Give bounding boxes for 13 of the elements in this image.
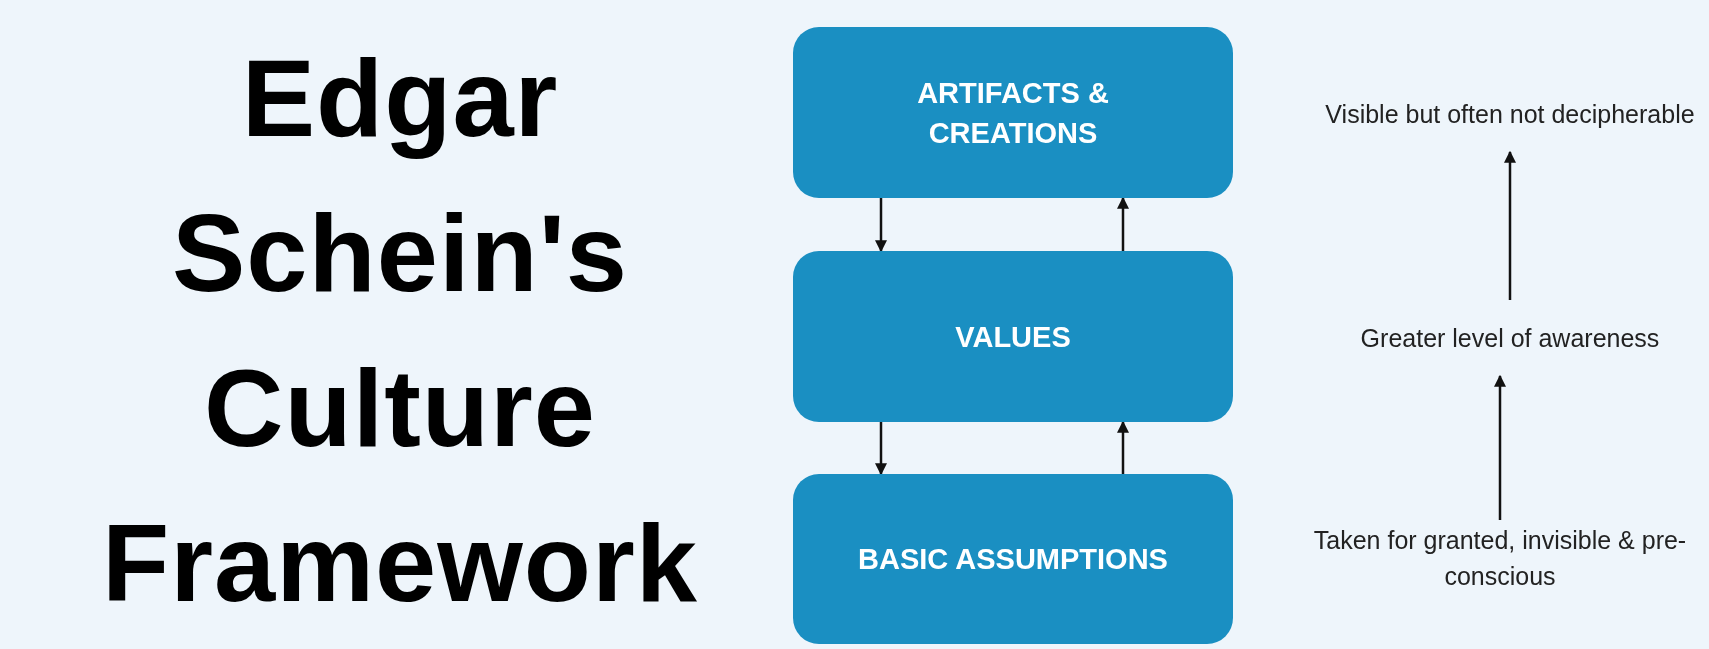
level-note: Visible but often not decipherable (1320, 74, 1700, 154)
arrow (875, 422, 887, 476)
arrow (875, 198, 887, 253)
level-note: Taken for granted, invisible & pre-conscious (1300, 518, 1700, 598)
title: Edgar Schein's Culture Framework (101, 35, 699, 626)
arrow (1117, 196, 1129, 251)
layer-box: VALUES (793, 251, 1233, 422)
level-note: Greater level of awareness (1320, 298, 1700, 378)
arrow (1494, 374, 1506, 520)
layer-box: BASIC ASSUMPTIONS (793, 474, 1233, 644)
layer-box: ARTIFACTS & CREATIONS (793, 27, 1233, 198)
arrow (1117, 420, 1129, 474)
arrow (1504, 150, 1516, 300)
